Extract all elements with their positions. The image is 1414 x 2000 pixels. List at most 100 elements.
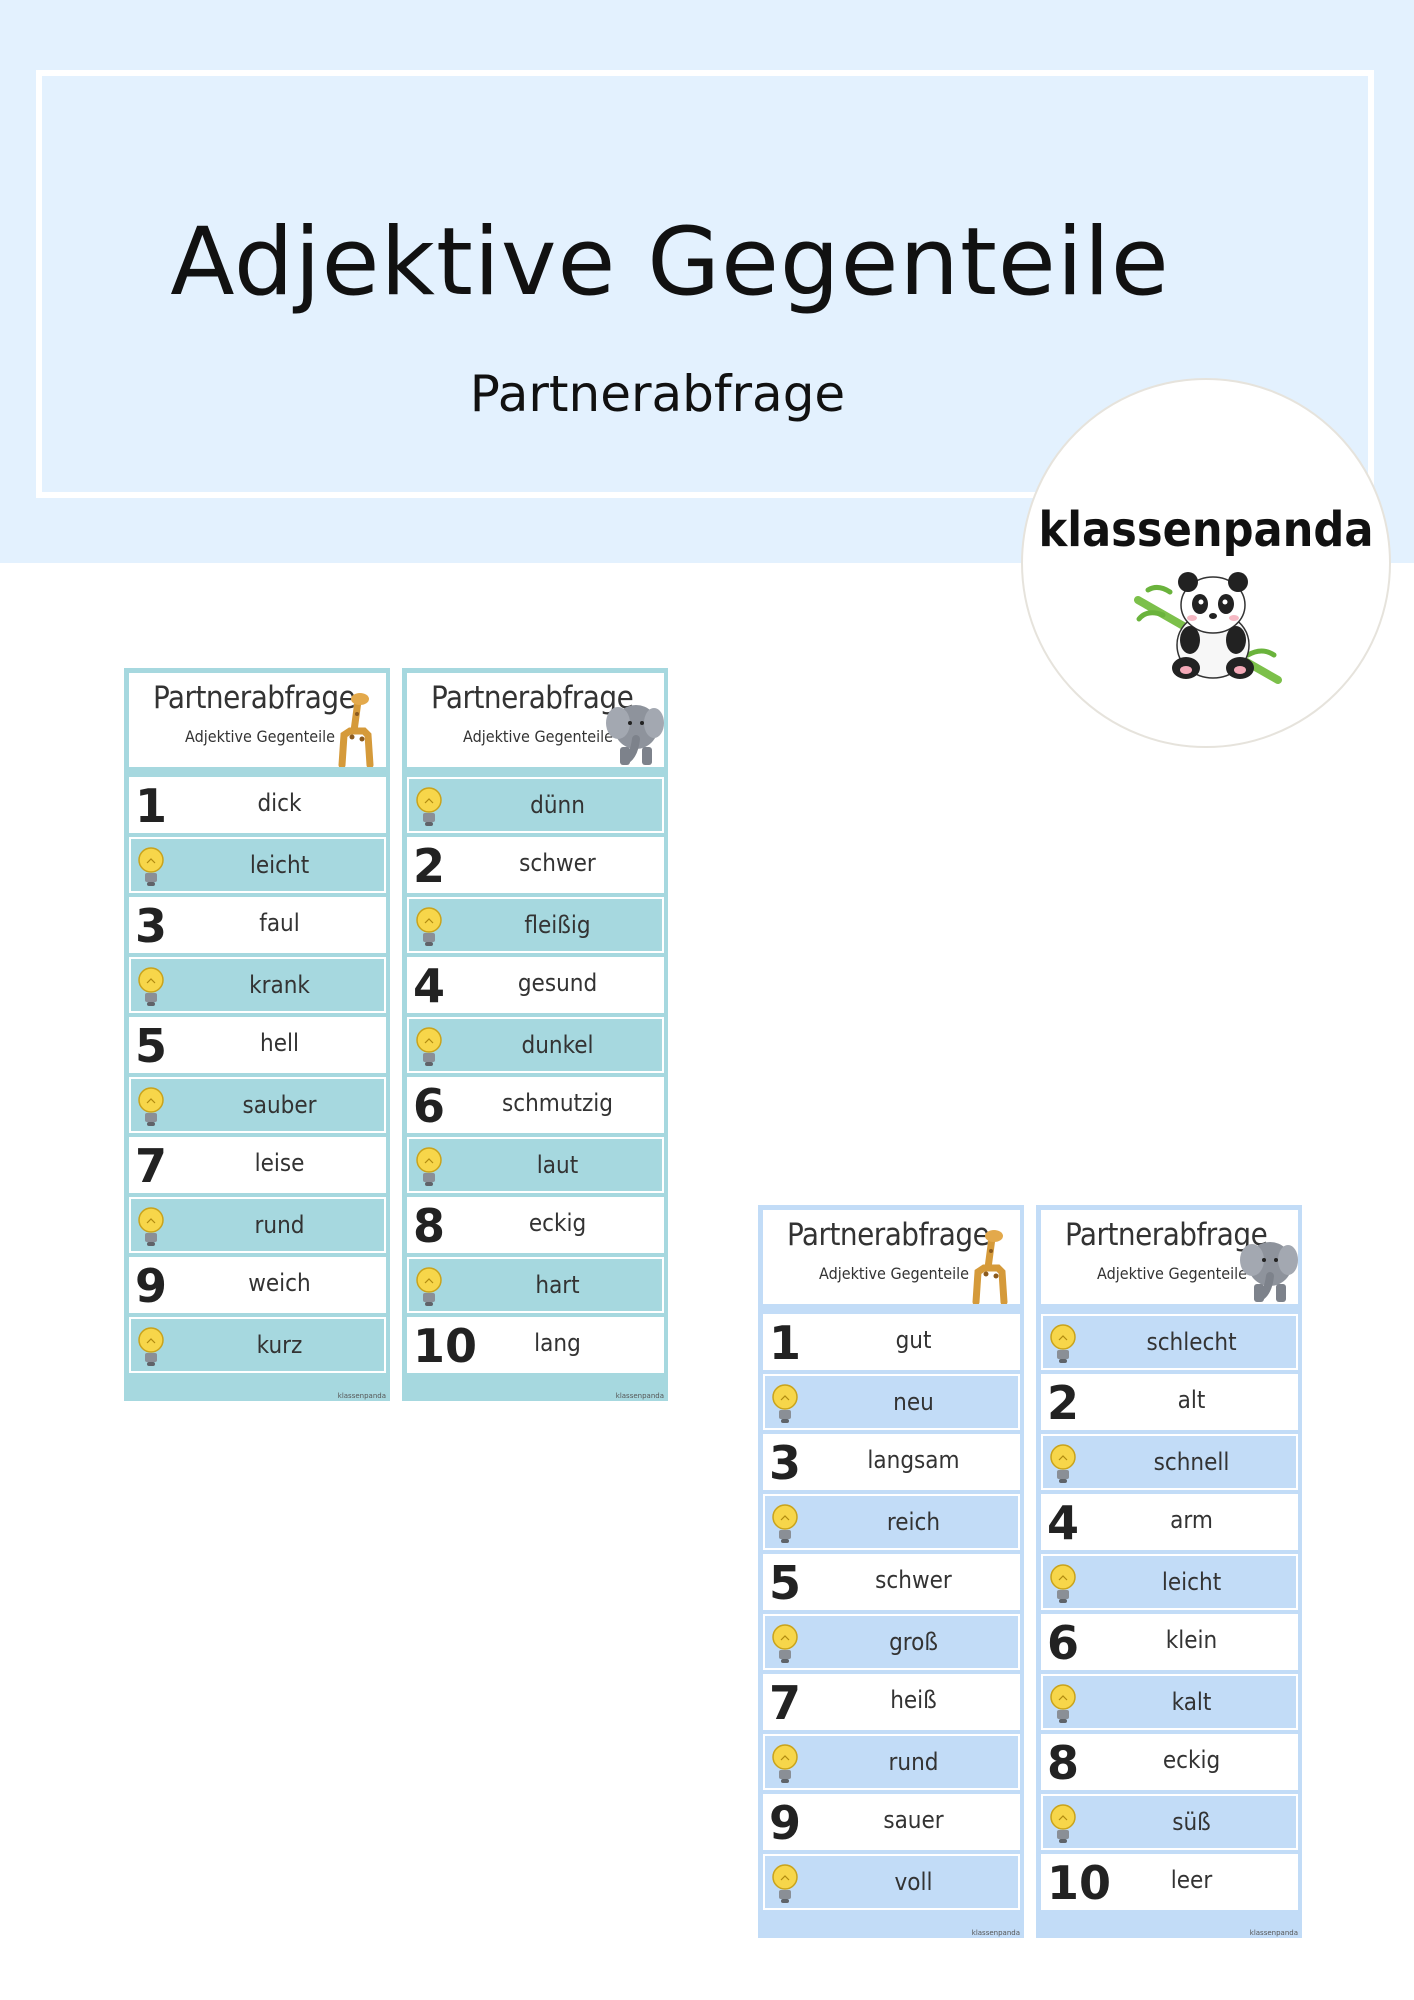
list-item: laut [407, 1137, 664, 1193]
row-number: 7 [769, 1676, 802, 1730]
lightbulb-icon [138, 847, 164, 886]
lightbulb-icon [772, 1504, 798, 1543]
row-word: leicht [249, 851, 310, 879]
card-footer-mark: klassenpanda [615, 1392, 664, 1400]
card-title: Partnerabfrage [1065, 1217, 1268, 1253]
list-item: 4 gesund [407, 957, 664, 1013]
list-item: krank [129, 957, 386, 1013]
list-item: 9 weich [129, 1257, 386, 1313]
row-word: dünn [530, 791, 585, 819]
card-2: Partnerabfrage Adjektive Gegenteile dünn… [402, 668, 668, 1401]
lightbulb-icon [1050, 1564, 1076, 1603]
lightbulb-icon [1050, 1684, 1076, 1723]
row-number: 8 [1047, 1736, 1080, 1790]
row-word: arm [1170, 1506, 1213, 1534]
row-word: schwer [519, 849, 596, 877]
row-word: schwer [875, 1566, 952, 1594]
list-item: kalt [1041, 1674, 1298, 1730]
row-word: kurz [256, 1331, 303, 1359]
row-word: langsam [867, 1446, 960, 1474]
panda-icon [1134, 572, 1282, 684]
list-item: 9 sauer [763, 1794, 1020, 1850]
lightbulb-icon [772, 1384, 798, 1423]
list-item: reich [763, 1494, 1020, 1550]
row-word: sauer [883, 1806, 944, 1834]
row-word: voll [894, 1868, 933, 1896]
lightbulb-icon [1050, 1444, 1076, 1483]
lightbulb-icon [772, 1744, 798, 1783]
row-number: 5 [769, 1556, 802, 1610]
card-subtitle: Adjektive Gegenteile [819, 1264, 969, 1283]
brand-name: klassenpanda [1038, 502, 1374, 558]
row-word: laut [536, 1151, 579, 1179]
row-word: lang [534, 1329, 581, 1357]
row-word: fleißig [524, 911, 591, 939]
lightbulb-icon [416, 787, 442, 826]
row-word: weich [248, 1269, 311, 1297]
list-item: leicht [129, 837, 386, 893]
row-word: gut [895, 1326, 932, 1354]
row-number: 3 [769, 1436, 802, 1490]
row-word: klein [1165, 1626, 1218, 1654]
card-subtitle: Adjektive Gegenteile [463, 727, 613, 746]
row-word: dunkel [521, 1031, 594, 1059]
row-word: groß [889, 1628, 938, 1656]
row-word: schnell [1153, 1448, 1230, 1476]
card-footer-mark: klassenpanda [971, 1929, 1020, 1937]
row-word: eckig [1162, 1746, 1221, 1774]
row-number: 1 [769, 1316, 802, 1370]
lightbulb-icon [138, 1207, 164, 1246]
lightbulb-icon [416, 1267, 442, 1306]
lightbulb-icon [416, 907, 442, 946]
lightbulb-icon [772, 1624, 798, 1663]
list-item: groß [763, 1614, 1020, 1670]
row-word: leise [254, 1149, 305, 1177]
lightbulb-icon [772, 1864, 798, 1903]
row-word: leer [1170, 1866, 1213, 1894]
list-item: schlecht [1041, 1314, 1298, 1370]
lightbulb-icon [416, 1147, 442, 1186]
lightbulb-icon [1050, 1324, 1076, 1363]
list-item: voll [763, 1854, 1020, 1910]
list-item: kurz [129, 1317, 386, 1373]
row-number: 9 [135, 1259, 168, 1313]
row-word: neu [893, 1388, 934, 1416]
row-word: hell [260, 1029, 299, 1057]
giraffe-icon [338, 693, 374, 767]
row-word: gesund [517, 969, 598, 997]
brand-badge: klassenpanda [1021, 378, 1391, 748]
card-footer-mark: klassenpanda [337, 1392, 386, 1400]
elephant-icon [1240, 1242, 1298, 1302]
row-word: schlecht [1146, 1328, 1237, 1356]
row-word: rund [888, 1748, 939, 1776]
page-title: Adjektive Gegenteile [170, 208, 1170, 317]
card-header: Partnerabfrage Adjektive Gegenteile [129, 673, 386, 767]
card-header: Partnerabfrage Adjektive Gegenteile [763, 1210, 1020, 1304]
row-number: 9 [769, 1796, 802, 1850]
row-number: 2 [1047, 1376, 1080, 1430]
card-3: Partnerabfrage Adjektive Gegenteile 1 gut… [758, 1205, 1024, 1938]
card-4: Partnerabfrage Adjektive Gegenteile schl… [1036, 1205, 1302, 1938]
row-number: 6 [1047, 1616, 1080, 1670]
list-item: sauber [129, 1077, 386, 1133]
card-subtitle: Adjektive Gegenteile [185, 727, 335, 746]
row-number: 8 [413, 1199, 446, 1253]
list-item: 1 gut [763, 1314, 1020, 1370]
row-number: 10 [1047, 1856, 1112, 1910]
row-number: 4 [413, 959, 446, 1013]
row-number: 7 [135, 1139, 168, 1193]
lightbulb-icon [138, 1087, 164, 1126]
